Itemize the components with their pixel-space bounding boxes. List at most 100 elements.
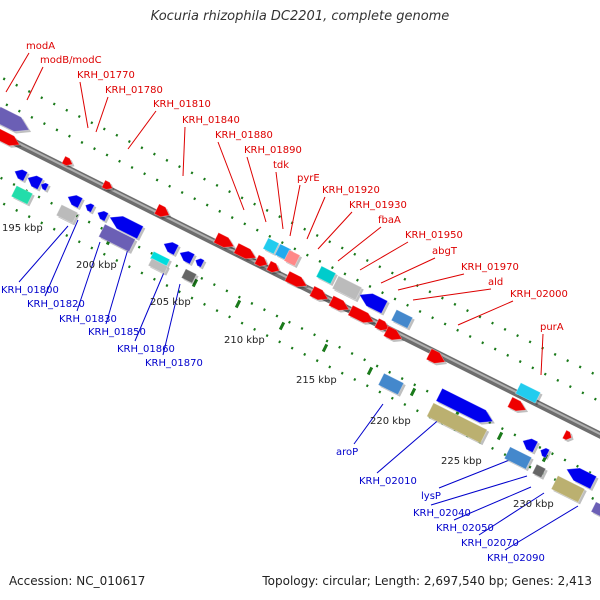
gene-label-reverse[interactable]: KRH_02050: [436, 523, 494, 534]
leader-line: [289, 184, 301, 237]
gene-feature[interactable]: [0, 106, 30, 132]
gene-feature[interactable]: [435, 387, 494, 424]
gene-label-forward[interactable]: KRH_01780: [105, 85, 163, 96]
gene-feature[interactable]: [179, 250, 196, 265]
gene-feature[interactable]: [425, 348, 446, 364]
gene-feature[interactable]: [284, 270, 308, 288]
scale-label: 210 kbp: [224, 335, 265, 346]
gene-feature[interactable]: [84, 202, 95, 213]
gene-feature[interactable]: [265, 260, 280, 273]
guide-dots-1: [2, 77, 600, 379]
gene-label-reverse[interactable]: KRH_02090: [487, 553, 545, 564]
gene-feature[interactable]: [98, 223, 136, 253]
leader-line: [430, 475, 528, 506]
gene-label-reverse[interactable]: KRH_02010: [359, 476, 417, 487]
gene-feature[interactable]: [147, 257, 169, 275]
gene-features[interactable]: [0, 106, 600, 518]
gene-feature[interactable]: [426, 402, 488, 444]
gene-feature[interactable]: [358, 293, 389, 315]
gene-label-forward[interactable]: KRH_01930: [349, 200, 407, 211]
gene-feature[interactable]: [101, 179, 114, 190]
gene-feature[interactable]: [283, 249, 301, 267]
gene-feature[interactable]: [27, 175, 44, 191]
gene-labels[interactable]: modA modB/modC KRH_01770KRH_01780KRH_01810…: [1, 41, 568, 564]
gene-feature[interactable]: [328, 295, 350, 311]
gene-feature[interactable]: [61, 155, 74, 166]
gene-label-reverse[interactable]: KRH_01870: [145, 358, 203, 369]
gene-feature[interactable]: [163, 241, 180, 256]
gene-label-forward[interactable]: modA: [26, 41, 55, 52]
gene-feature[interactable]: [308, 285, 329, 301]
gene-label-reverse[interactable]: lysP: [421, 491, 441, 502]
gene-feature[interactable]: [539, 447, 551, 459]
gene-label-forward[interactable]: KRH_02000: [510, 289, 568, 300]
gene-feature[interactable]: [233, 242, 257, 260]
gene-feature[interactable]: [213, 232, 235, 248]
gene-label-forward[interactable]: KRH_01880: [215, 130, 273, 141]
gene-feature[interactable]: [382, 325, 403, 341]
gene-feature[interactable]: [315, 265, 337, 285]
gene-feature[interactable]: [347, 304, 375, 324]
gene-feature[interactable]: [377, 372, 405, 396]
gene-label-forward[interactable]: pyrE: [297, 173, 320, 184]
gene-feature[interactable]: [253, 254, 268, 267]
gene-label-forward[interactable]: purA: [540, 322, 564, 333]
gene-label-reverse[interactable]: KRH_02040: [413, 508, 471, 519]
gene-label-reverse[interactable]: KRH_01850: [88, 327, 146, 338]
gene-feature[interactable]: [10, 185, 34, 205]
gene-feature[interactable]: [194, 257, 205, 268]
scale-label: 195 kbp: [2, 223, 43, 234]
gene-label-forward[interactable]: ald: [488, 277, 503, 288]
gene-label-forward[interactable]: tdk: [273, 160, 289, 171]
gene-feature[interactable]: [180, 268, 198, 284]
map-title: Kocuria rhizophila DC2201, complete geno…: [150, 9, 450, 24]
gene-feature[interactable]: [590, 501, 600, 517]
leader-line: [5, 52, 30, 93]
gene-feature[interactable]: [506, 396, 527, 412]
gene-label-forward[interactable]: KRH_01950: [405, 230, 463, 241]
gene-feature[interactable]: [55, 204, 79, 224]
gene-feature[interactable]: [390, 309, 414, 329]
gene-feature[interactable]: [262, 237, 280, 255]
gene-feature[interactable]: [565, 467, 598, 490]
gene-label-forward[interactable]: KRH_01840: [182, 115, 240, 126]
gene-feature[interactable]: [522, 438, 539, 454]
gene-label-forward[interactable]: KRH_01920: [322, 185, 380, 196]
gene-label-reverse[interactable]: aroP: [336, 447, 358, 458]
scale-tick: [278, 321, 286, 331]
gene-label-forward[interactable]: KRH_01770: [77, 70, 135, 81]
gene-feature[interactable]: [96, 210, 110, 222]
gene-feature[interactable]: [531, 463, 547, 479]
leader-line: [246, 156, 267, 223]
leader-line: [504, 505, 579, 551]
gene-label-forward[interactable]: KRH_01890: [244, 145, 302, 156]
gene-feature[interactable]: [67, 194, 84, 209]
gene-label-forward[interactable]: abgT: [432, 246, 458, 257]
gene-label-reverse[interactable]: KRH_01820: [27, 299, 85, 310]
scale-label: 225 kbp: [441, 456, 482, 467]
gene-feature[interactable]: [14, 169, 29, 182]
gene-feature[interactable]: [40, 182, 50, 192]
gene-label-forward[interactable]: KRH_01970: [461, 262, 519, 273]
dotted-guides: [0, 77, 600, 504]
leader-line: [275, 171, 284, 230]
gene-feature[interactable]: [153, 203, 170, 218]
scale-tick: [496, 431, 504, 441]
gene-feature[interactable]: [514, 382, 542, 404]
gene-label-reverse[interactable]: KRH_02070: [461, 538, 519, 549]
gene-feature[interactable]: [331, 275, 363, 301]
gene-label-reverse[interactable]: KRH_01860: [117, 344, 175, 355]
gene-label-forward[interactable]: modB/modC: [40, 55, 102, 66]
gene-feature[interactable]: [503, 446, 533, 470]
leader-line: [478, 492, 545, 536]
gene-label-reverse[interactable]: KRH_01800: [1, 285, 59, 296]
gene-label-reverse[interactable]: KRH_01830: [59, 314, 117, 325]
gene-feature[interactable]: [373, 317, 390, 331]
gene-feature[interactable]: [0, 128, 21, 147]
gene-feature[interactable]: [109, 215, 144, 240]
gene-feature[interactable]: [561, 429, 573, 441]
gene-label-forward[interactable]: KRH_01810: [153, 99, 211, 110]
gene-label-forward[interactable]: fbaA: [378, 215, 401, 226]
gene-feature[interactable]: [550, 475, 586, 503]
